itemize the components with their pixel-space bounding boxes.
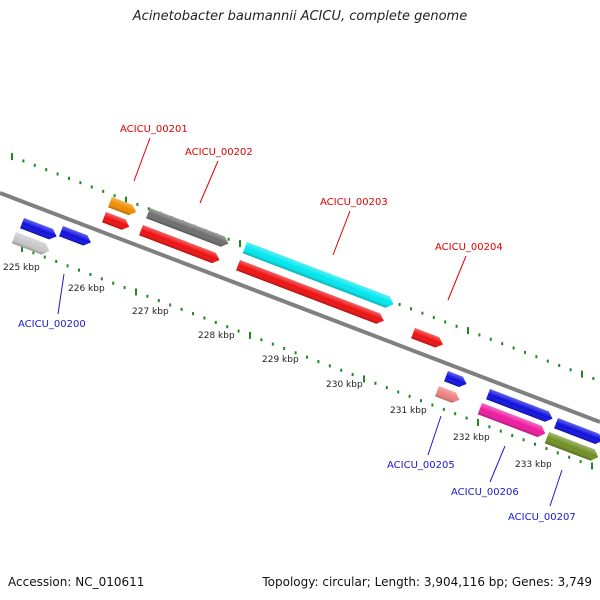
feature-red-small	[102, 212, 130, 230]
feature-blue-c	[444, 371, 467, 387]
gene-label: ACICU_00200	[18, 319, 86, 330]
gene-label: ACICU_00206	[451, 487, 519, 498]
scale-label-7: 232 kbp	[453, 433, 490, 443]
leader-line	[427, 415, 442, 456]
scale-label-5: 230 kbp	[326, 380, 363, 390]
gene-labels: ACICU_00200 ACICU_00201ACICU_00202ACICU_0…	[18, 124, 576, 523]
scale-labels: 225 kbp 226 kbp 227 kbp 228 kbp 229 kbp 230 k…	[3, 263, 552, 470]
gene-label: ACICU_00205	[387, 460, 455, 471]
leader-line	[549, 469, 563, 507]
leader-line	[447, 255, 467, 301]
leader-line	[489, 445, 506, 483]
scale-label-0: 225 kbp	[3, 263, 40, 273]
topology-summary: Topology: circular; Length: 3,904,116 bp…	[262, 575, 592, 589]
gene-label: ACICU_00201	[120, 124, 188, 135]
feature-orange	[108, 197, 137, 216]
feature-blue-b	[59, 226, 91, 246]
feature-red-long-b	[236, 260, 384, 324]
feature-blue-e	[554, 418, 600, 444]
scale-label-2: 227 kbp	[132, 307, 169, 317]
feature-lightgray	[11, 232, 50, 255]
leader-line	[57, 273, 65, 315]
accession-text: Accession: NC_010611	[8, 575, 145, 589]
map-title: Acinetobacter baumannii ACICU, complete …	[132, 9, 468, 24]
gene-label: ACICU_00204	[435, 242, 503, 253]
feature-pink	[435, 386, 460, 403]
scale-label-6: 231 kbp	[390, 406, 427, 416]
scale-label-4: 229 kbp	[262, 355, 299, 365]
gene-label: ACICU_00202	[185, 147, 253, 158]
scale-label-3: 228 kbp	[198, 331, 235, 341]
feature-red-long-a	[139, 225, 220, 264]
feature-cyan	[242, 242, 394, 308]
scale-label-8: 233 kbp	[515, 460, 552, 470]
inner-tick-row	[21, 244, 593, 470]
feature-red-short	[411, 328, 443, 348]
leader-line	[199, 160, 219, 204]
feature-olive	[544, 432, 599, 461]
feature-magenta	[477, 403, 546, 438]
gene-label: ACICU_00203	[320, 197, 388, 208]
feature-layer	[11, 197, 600, 461]
feature-blue-d	[486, 389, 553, 422]
feature-blue-a	[20, 218, 57, 240]
genome-backbone	[0, 191, 600, 424]
label-leaders	[57, 137, 563, 507]
gene-label: ACICU_00207	[508, 512, 576, 523]
leader-line	[133, 137, 151, 182]
feature-gray	[146, 208, 229, 247]
scale-label-1: 226 kbp	[68, 284, 105, 294]
leader-line	[332, 210, 351, 256]
